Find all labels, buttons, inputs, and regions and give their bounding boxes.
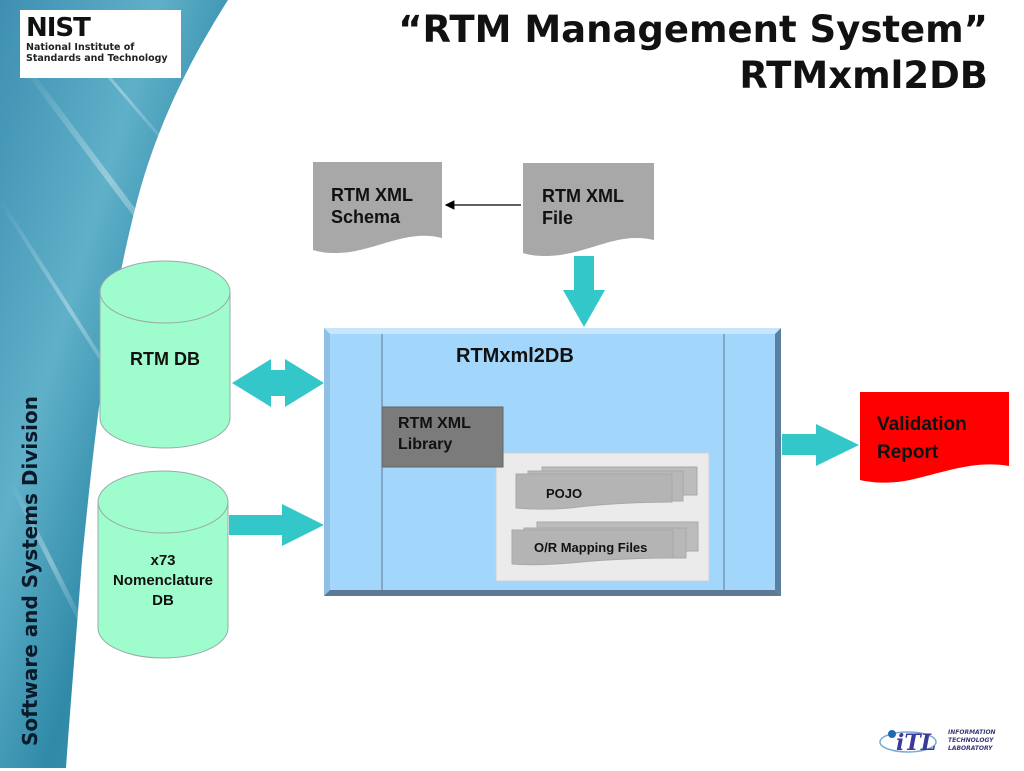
- itl-logo: iTL INFORMATION TECHNOLOGY LABORATORY: [878, 720, 1008, 760]
- library-label-line1: RTM XML: [398, 415, 471, 432]
- library-label-line2: Library: [398, 436, 453, 453]
- main-box-title: RTMxml2DB: [456, 345, 574, 367]
- main-to-report-arrow: [782, 424, 859, 466]
- report-label-line1: Validation: [877, 414, 967, 435]
- file-label-line1: RTM XML: [542, 186, 624, 206]
- mapping-label: O/R Mapping Files: [534, 540, 648, 555]
- nomenclature-to-main-arrow: [229, 504, 324, 546]
- rtm-db-label: RTM DB: [130, 349, 200, 369]
- file-to-main-arrow: [563, 256, 605, 327]
- nist-logo: NIST National Institute of Standards and…: [20, 10, 181, 78]
- library-label: RTM XML Library: [398, 413, 471, 455]
- itl-caption-line3: LABORATORY: [948, 745, 993, 752]
- file-label-line2: File: [542, 208, 574, 228]
- validation-report-shape: [860, 392, 1009, 483]
- page-title: “RTM Management System”: [398, 8, 988, 51]
- validation-report-label: Validation Report: [877, 411, 967, 467]
- nist-logo-mark: NIST: [26, 13, 91, 43]
- file-document-label: RTM XML File: [542, 185, 624, 229]
- schema-document-label: RTM XML Schema: [331, 184, 413, 228]
- mapping-stack: [511, 521, 699, 566]
- nomenclature-label-line1: x73: [150, 552, 176, 569]
- itl-logo-mark: [879, 730, 937, 753]
- nomenclature-label-line3: DB: [152, 592, 174, 609]
- itl-logo-caption: INFORMATION TECHNOLOGY LABORATORY: [948, 729, 996, 753]
- nist-logo-subtitle-2: Standards and Technology: [26, 53, 168, 64]
- pojo-stack: [515, 466, 698, 510]
- library-box: [381, 406, 504, 468]
- file-document-shape: [523, 163, 654, 257]
- nomenclature-label-line2: Nomenclature: [112, 572, 214, 589]
- schema-document-shape: [313, 162, 442, 254]
- rtm-db-cylinder: [99, 260, 231, 449]
- report-label-line2: Report: [877, 442, 939, 463]
- nist-logo-subtitle-1: National Institute of: [26, 42, 135, 53]
- nomenclature-db-label: x73 Nomenclature DB: [96, 551, 230, 611]
- pojo-label: POJO: [546, 486, 583, 501]
- nomenclature-db-cylinder: [97, 470, 229, 659]
- db-bidirectional-arrow: [232, 359, 324, 407]
- page-subtitle: RTMxml2DB: [739, 54, 988, 97]
- itl-caption-line1: INFORMATION: [948, 729, 996, 736]
- itl-caption-line2: TECHNOLOGY: [948, 737, 994, 744]
- schema-label-line2: Schema: [331, 207, 401, 227]
- itl-logo-text: iTL: [896, 730, 937, 756]
- schema-label-line1: RTM XML: [331, 185, 413, 205]
